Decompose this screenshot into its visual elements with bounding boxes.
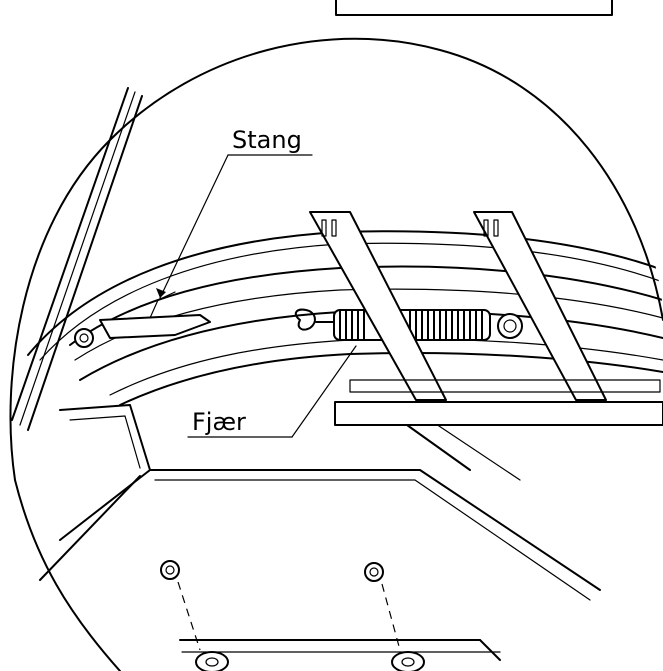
title-box-fragment: [335, 0, 613, 16]
rod-part: [74, 291, 211, 348]
detail-circle-lower-left: [14, 479, 121, 671]
detail-circle-outline: [9, 37, 663, 481]
crossbar: [334, 379, 663, 426]
bracket-right: [473, 211, 607, 401]
wall-panel: [11, 87, 143, 431]
label-rod: Stang: [232, 126, 302, 154]
leader-rod: [156, 154, 313, 299]
lower-body: [39, 404, 601, 661]
fastener-left: [160, 560, 229, 671]
bracket-left: [309, 211, 447, 401]
fastener-right: [364, 562, 425, 671]
leader-spring: [187, 345, 357, 438]
label-spring: Fjær: [192, 408, 246, 436]
